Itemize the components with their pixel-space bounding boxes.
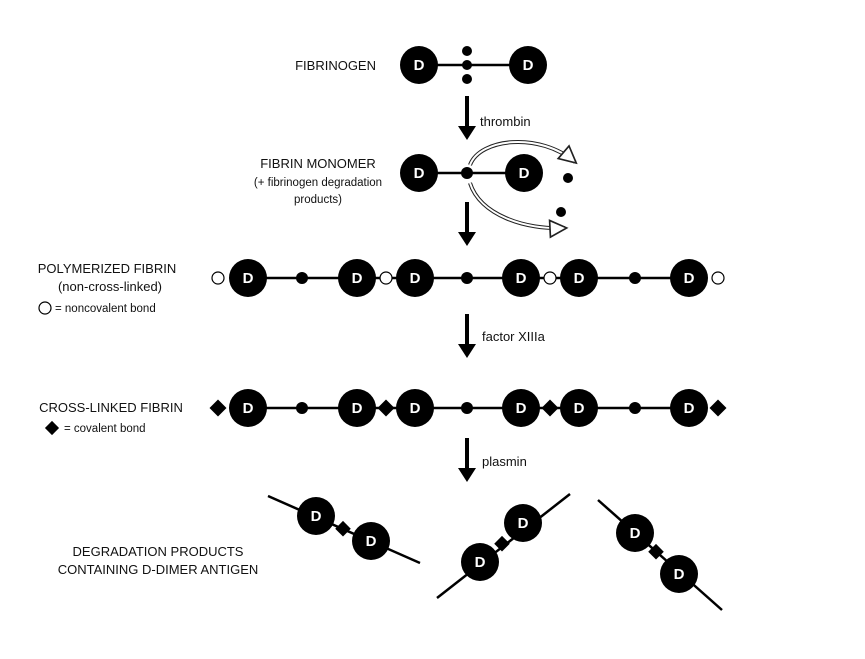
svg-text:D: D xyxy=(684,400,695,417)
d-domain: D xyxy=(616,514,654,552)
polymerized-fibrin-row: POLYMERIZED FIBRIN (non-cross-linked) = … xyxy=(38,259,725,315)
fibrinogen-label: FIBRINOGEN xyxy=(295,58,376,73)
d-domain: D xyxy=(560,389,598,427)
svg-text:D: D xyxy=(516,400,527,417)
crosslinked-label: CROSS-LINKED FIBRIN xyxy=(39,400,183,415)
thrombin-label: thrombin xyxy=(480,114,531,129)
d-domain: D xyxy=(297,497,335,535)
svg-text:D: D xyxy=(311,508,322,525)
svg-text:D: D xyxy=(574,270,585,287)
plasmin-step: plasmin xyxy=(458,438,527,482)
degradation-label-line1: DEGRADATION PRODUCTS xyxy=(73,544,244,559)
d-domain: D xyxy=(400,46,438,84)
d-domain: D xyxy=(461,543,499,581)
monomer-sub2: products) xyxy=(294,194,342,206)
covalent-legend: = covalent bond xyxy=(64,423,146,435)
svg-text:D: D xyxy=(352,400,363,417)
d-domain: D xyxy=(509,46,547,84)
svg-text:D: D xyxy=(518,515,529,532)
degradation-row: DEGRADATION PRODUCTS CONTAINING D-DIMER … xyxy=(58,493,723,611)
d-domain: D xyxy=(670,389,708,427)
d-domain: D xyxy=(396,389,434,427)
svg-text:D: D xyxy=(366,533,377,550)
factor-xiiia-label: factor XIIIa xyxy=(482,329,546,344)
d-dimer-fragment: D D xyxy=(436,493,571,599)
d-domain: D xyxy=(229,389,267,427)
monomer-sub1: (+ fibrinogen degradation xyxy=(254,177,382,189)
d-domain: D xyxy=(504,504,542,542)
d-domain: D xyxy=(338,389,376,427)
noncovalent-legend: = noncovalent bond xyxy=(55,303,156,315)
d-domain: D xyxy=(502,389,540,427)
d-domain: D xyxy=(560,259,598,297)
fibrinogen-row: FIBRINOGEN D D xyxy=(295,46,547,84)
svg-text:D: D xyxy=(243,270,254,287)
d-domain: D xyxy=(396,259,434,297)
d-domain: D xyxy=(352,522,390,560)
d-domain: D xyxy=(400,154,438,192)
svg-text:D: D xyxy=(519,165,530,182)
polymerization-step xyxy=(458,202,476,246)
thrombin-step: thrombin xyxy=(458,96,531,140)
svg-text:D: D xyxy=(523,57,534,74)
d-dimer-fragment: D D xyxy=(267,494,421,565)
svg-text:D: D xyxy=(352,270,363,287)
svg-text:D: D xyxy=(574,400,585,417)
svg-text:D: D xyxy=(410,270,421,287)
d-domain: D xyxy=(670,259,708,297)
fibrin-monomer-row: FIBRIN MONOMER (+ fibrinogen degradation… xyxy=(254,140,575,228)
polymerized-label: POLYMERIZED FIBRIN xyxy=(38,261,176,276)
d-dimer-fragment: D D xyxy=(597,499,723,611)
d-domain: D xyxy=(229,259,267,297)
d-domain: D xyxy=(505,154,543,192)
svg-text:D: D xyxy=(475,554,486,571)
svg-text:D: D xyxy=(516,270,527,287)
degradation-label-line2: CONTAINING D-DIMER ANTIGEN xyxy=(58,562,259,577)
noncovalent-bond-legend-icon xyxy=(38,301,52,315)
svg-text:D: D xyxy=(414,165,425,182)
svg-text:D: D xyxy=(674,566,685,583)
monomer-label: FIBRIN MONOMER xyxy=(260,156,376,171)
cross-linked-fibrin-row: CROSS-LINKED FIBRIN = covalent bond D D … xyxy=(39,389,727,436)
d-domain: D xyxy=(338,259,376,297)
d-domain: D xyxy=(660,555,698,593)
plasmin-label: plasmin xyxy=(482,454,527,469)
covalent-bond-legend-icon xyxy=(44,420,60,436)
svg-text:D: D xyxy=(684,270,695,287)
svg-text:D: D xyxy=(243,400,254,417)
d-domain: D xyxy=(502,259,540,297)
polymerized-sub: (non-cross-linked) xyxy=(58,279,162,294)
svg-text:D: D xyxy=(414,57,425,74)
svg-text:D: D xyxy=(630,525,641,542)
factor-xiiia-step: factor XIIIa xyxy=(458,314,546,358)
svg-text:D: D xyxy=(410,400,421,417)
